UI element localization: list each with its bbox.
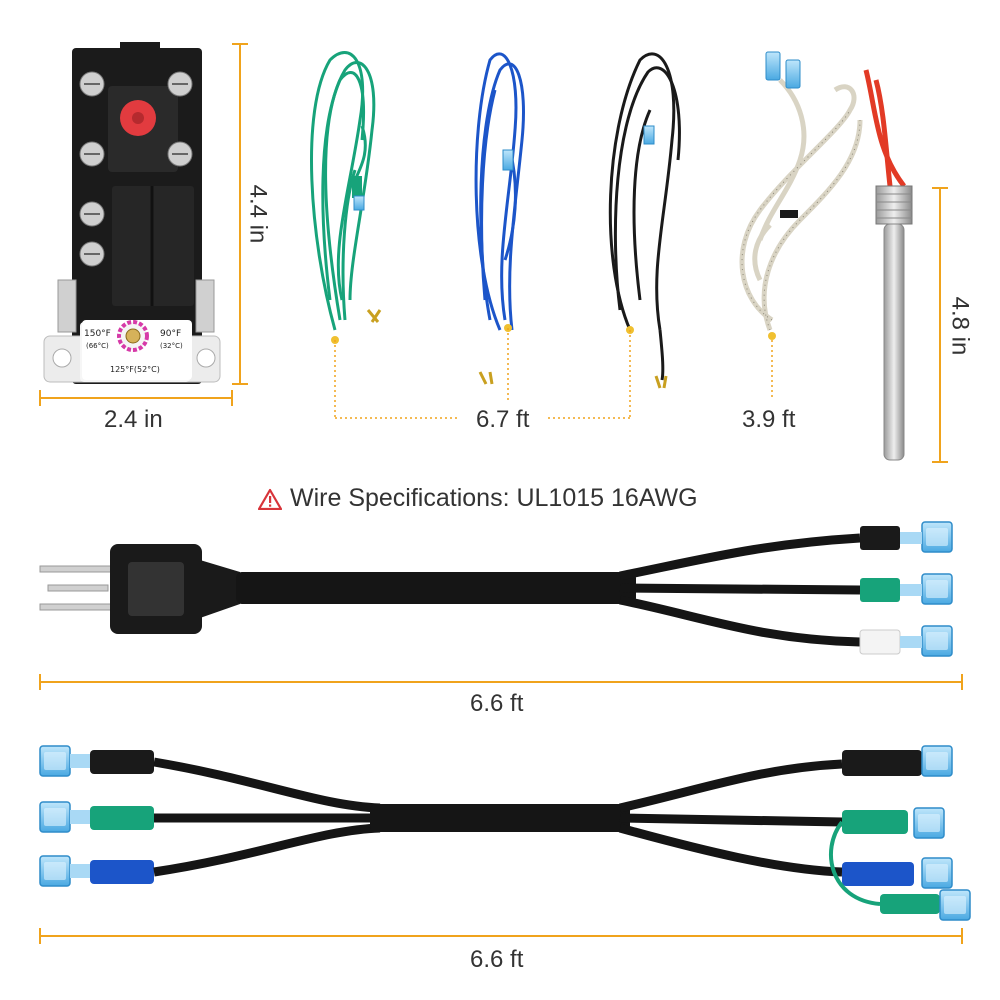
blue-wire-terminal [502,149,514,171]
green-wire-terminal [353,195,365,211]
blue-wire-coil [474,52,525,331]
plug-cable-dimension-line [39,674,963,690]
sensor-terminal-1 [765,51,781,81]
sensor-wire-length-label: 3.9 ft [742,406,796,433]
jumper-cable-length-label: 6.6 ft [470,946,524,973]
sensor-wire-coil [739,78,863,331]
black-wire-terminal [643,125,655,145]
probe-dimension-lines [932,187,948,463]
blue-wire-fork-terminal [478,371,494,385]
wire-length-dotted-lines [334,328,631,419]
thermostat-device: 150°F (66°C) 90°F (32°C) 125°F(52°C) [43,42,221,384]
green-wire-fork-terminal [366,309,382,323]
jumper-cable-dimension-line [39,928,963,944]
dial-label-66c: (66°C) [86,342,109,350]
thermostat-height-label: 4.4 in [244,184,272,244]
warning-triangle-icon [258,488,282,510]
black-wire-coil [608,52,681,381]
sensor-terminal-2 [785,59,801,89]
sensor-wire-tie [780,210,798,218]
green-wire-sleeve [352,176,362,198]
dial-label-125: 125°F(52°C) [110,365,160,374]
sensor-wire-marker [768,332,776,340]
jumper-cable [39,745,971,921]
power-plug-cable [39,521,953,657]
heating-probe [863,69,913,461]
wires-length-label: 6.7 ft [476,406,530,433]
probe-length-label: 4.8 in [946,296,974,356]
thermostat-dimension-lines [39,43,248,406]
thermostat-width-label: 2.4 in [104,406,163,433]
green-wire-coil [310,51,376,331]
black-wire-fork-terminal [654,375,668,389]
dial-label-32c: (32°C) [160,342,183,350]
wire-spec-text: Wire Specifications: UL1015 16AWG [290,484,698,512]
dial-label-150: 150°F [84,329,111,339]
wire-spec-note: Wire Specifications: UL1015 16AWG [258,484,698,513]
plug-cable-length-label: 6.6 ft [470,690,524,717]
dial-label-90: 90°F [160,329,181,339]
